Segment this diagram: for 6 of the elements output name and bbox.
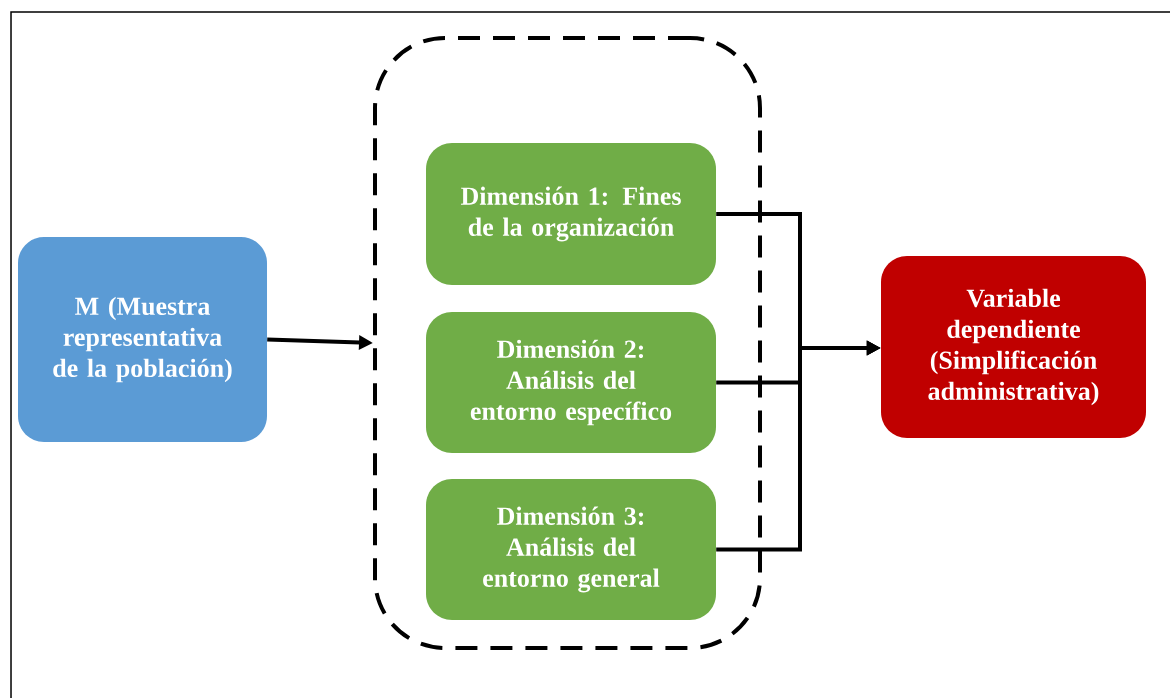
dashed-group-box (373, 36, 762, 650)
sample-box: M (Muestra representativa de la población) (18, 237, 267, 442)
dimension-box: Dimensión 2: Análisis del entorno específico (426, 312, 716, 453)
dimension-box: Dimensión 1: Fines de la organización (426, 143, 716, 285)
dimension-box: Dimensión 3: Análisis del entorno general (426, 479, 716, 620)
variable-box: Variable dependiente (Simplificación administrativa) (881, 256, 1146, 438)
